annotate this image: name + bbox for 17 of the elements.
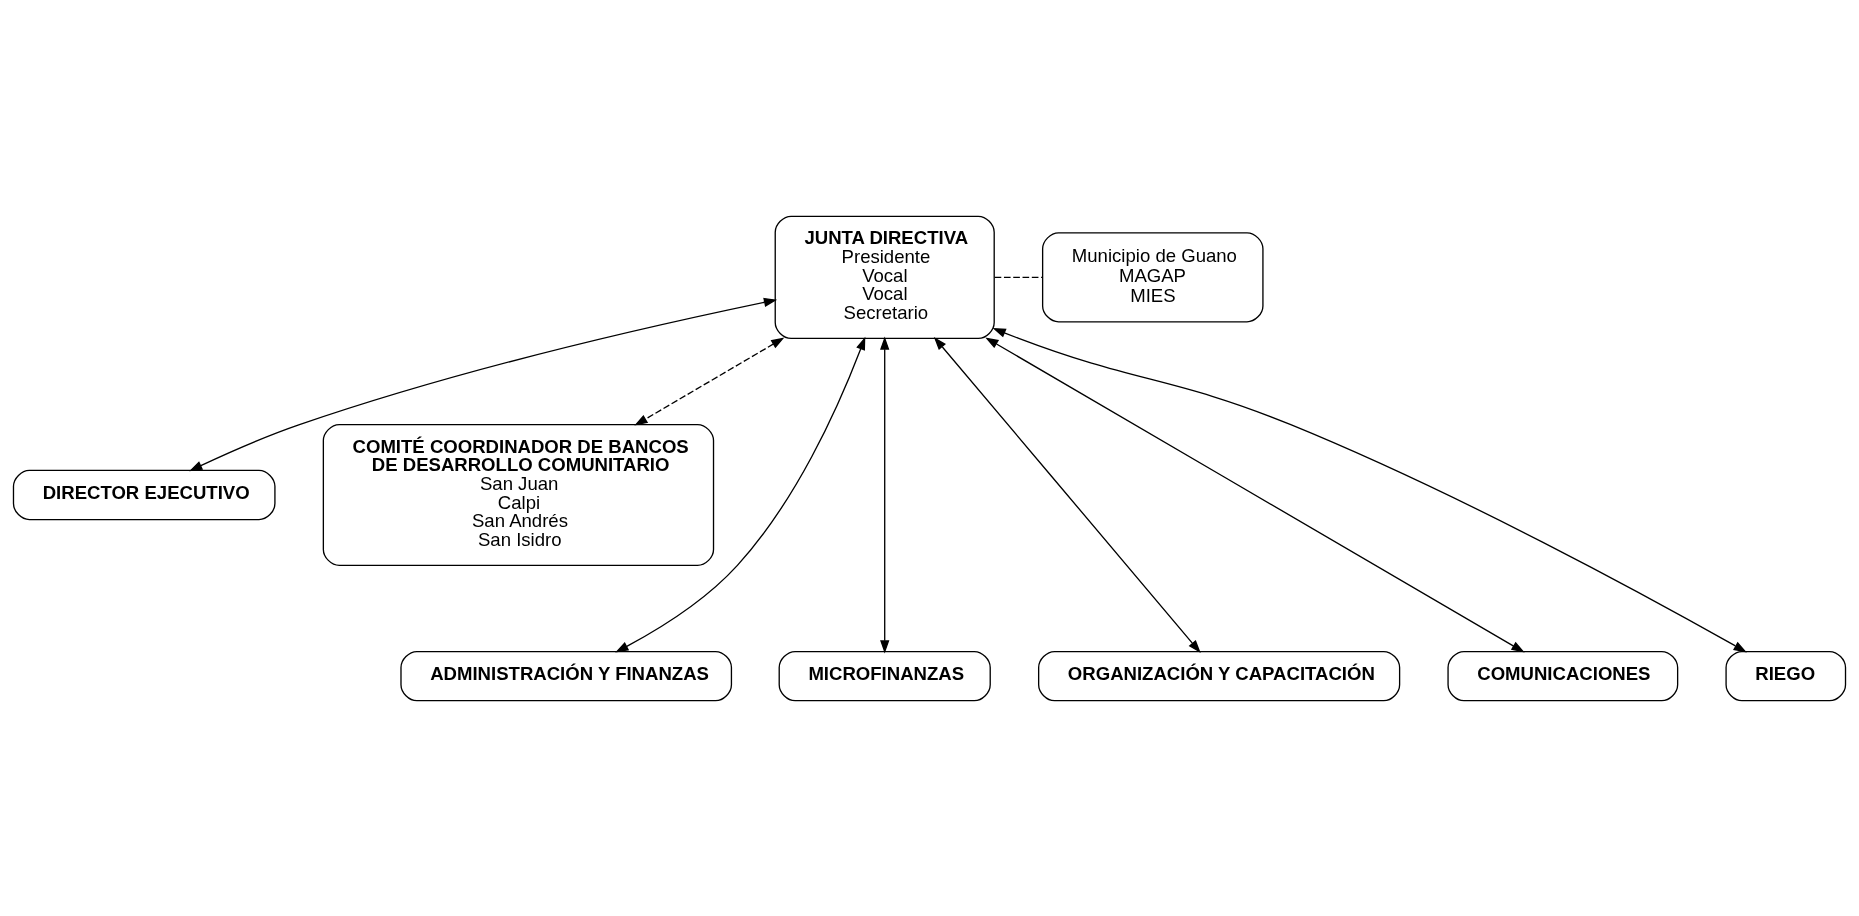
arrow [985, 336, 1525, 653]
arrow [189, 297, 778, 471]
arrow [992, 327, 1747, 652]
node-box: COMUNICACIONES [1447, 650, 1679, 701]
arrow [933, 336, 1201, 653]
node-box: ORGANIZACIÓN Y CAPACITACIÓN [1038, 650, 1401, 701]
node-box: ADMINISTRACIÓN Y FINANZAS [400, 650, 733, 701]
arrow [634, 337, 785, 426]
node-box: Municipio de Guano MAGAP MIES [1041, 231, 1264, 322]
node-box: DIRECTOR EJECUTIVO [12, 469, 276, 520]
connector [994, 276, 1043, 278]
arrow [880, 335, 890, 654]
node-box: COMITÉ COORDINADOR DE BANCOS DE DESARROLLO COMUNITARIO San Juan Calpi San Andrés San Isidro [322, 423, 715, 566]
node-box: JUNTA DIRECTIVA Presidente Vocal Vocal Secretario [774, 215, 995, 339]
arrow [615, 336, 866, 652]
node-box: MICROFINANZAS [778, 650, 991, 701]
node-box: RIEGO [1725, 650, 1847, 701]
